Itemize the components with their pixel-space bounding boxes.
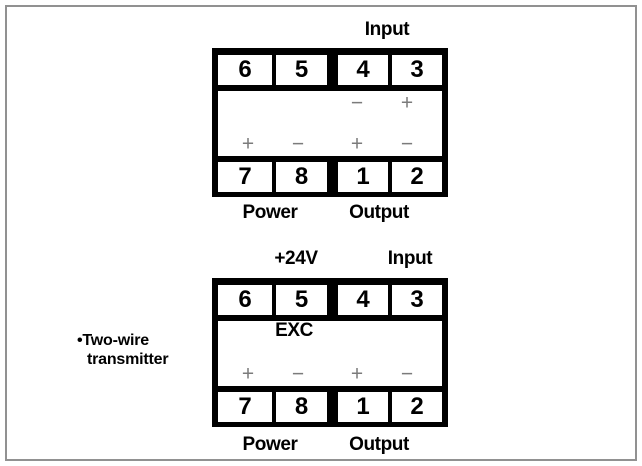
terminal-5: 5 (276, 285, 327, 315)
lower-output-label: Output (349, 434, 409, 455)
terminal-5: 5 (276, 55, 327, 85)
power-minus-sign: − (291, 132, 305, 156)
output-minus-sign: − (400, 132, 414, 156)
power-plus-sign: + (241, 362, 255, 386)
terminal-1: 1 (338, 162, 388, 192)
output-plus-sign: + (350, 132, 364, 156)
terminal-4: 4 (338, 285, 388, 315)
terminal-4: 4 (338, 55, 388, 85)
two-wire-transmitter-note: •Two-wire transmitter (77, 331, 169, 369)
note-line-2: transmitter (87, 351, 169, 368)
lower-input-label: Input (387, 248, 433, 269)
upper-output-label: Output (349, 202, 409, 223)
lower-block-middle-area: EXC + − + − (218, 321, 442, 386)
power-minus-sign: − (291, 362, 305, 386)
terminal-6: 6 (218, 55, 272, 85)
terminal-8: 8 (276, 162, 327, 192)
input-plus-sign: + (400, 91, 414, 115)
terminal-7: 7 (218, 392, 272, 422)
terminal-8: 8 (276, 392, 327, 422)
terminal-7: 7 (218, 162, 272, 192)
upper-block-middle-area: − + + − + − (218, 91, 442, 156)
input-minus-sign: − (350, 91, 364, 115)
terminal-2: 2 (392, 162, 442, 192)
terminal-3: 3 (392, 285, 442, 315)
exc-label: EXC (275, 320, 313, 341)
upper-input-label: Input (364, 19, 410, 40)
lower-power-label: Power (242, 434, 298, 455)
power-plus-sign: + (241, 132, 255, 156)
terminal-1: 1 (338, 392, 388, 422)
terminal-3: 3 (392, 55, 442, 85)
output-minus-sign: − (400, 362, 414, 386)
terminal-6: 6 (218, 285, 272, 315)
lower-block-bottom-row: 7 8 1 2 (218, 392, 442, 422)
upper-power-label: Power (242, 202, 298, 223)
lower-terminal-block: 6 5 4 3 EXC + − + − 7 8 1 2 (212, 278, 448, 427)
upper-block-top-row: 6 5 4 3 (218, 55, 442, 85)
output-plus-sign: + (350, 362, 364, 386)
lower-24v-label: +24V (274, 248, 318, 269)
upper-terminal-block: 6 5 4 3 − + + − + − 7 8 1 2 (212, 48, 448, 197)
upper-block-bottom-row: 7 8 1 2 (218, 162, 442, 192)
terminal-2: 2 (392, 392, 442, 422)
note-line-1: •Two-wire (77, 332, 149, 349)
lower-block-top-row: 6 5 4 3 (218, 285, 442, 315)
